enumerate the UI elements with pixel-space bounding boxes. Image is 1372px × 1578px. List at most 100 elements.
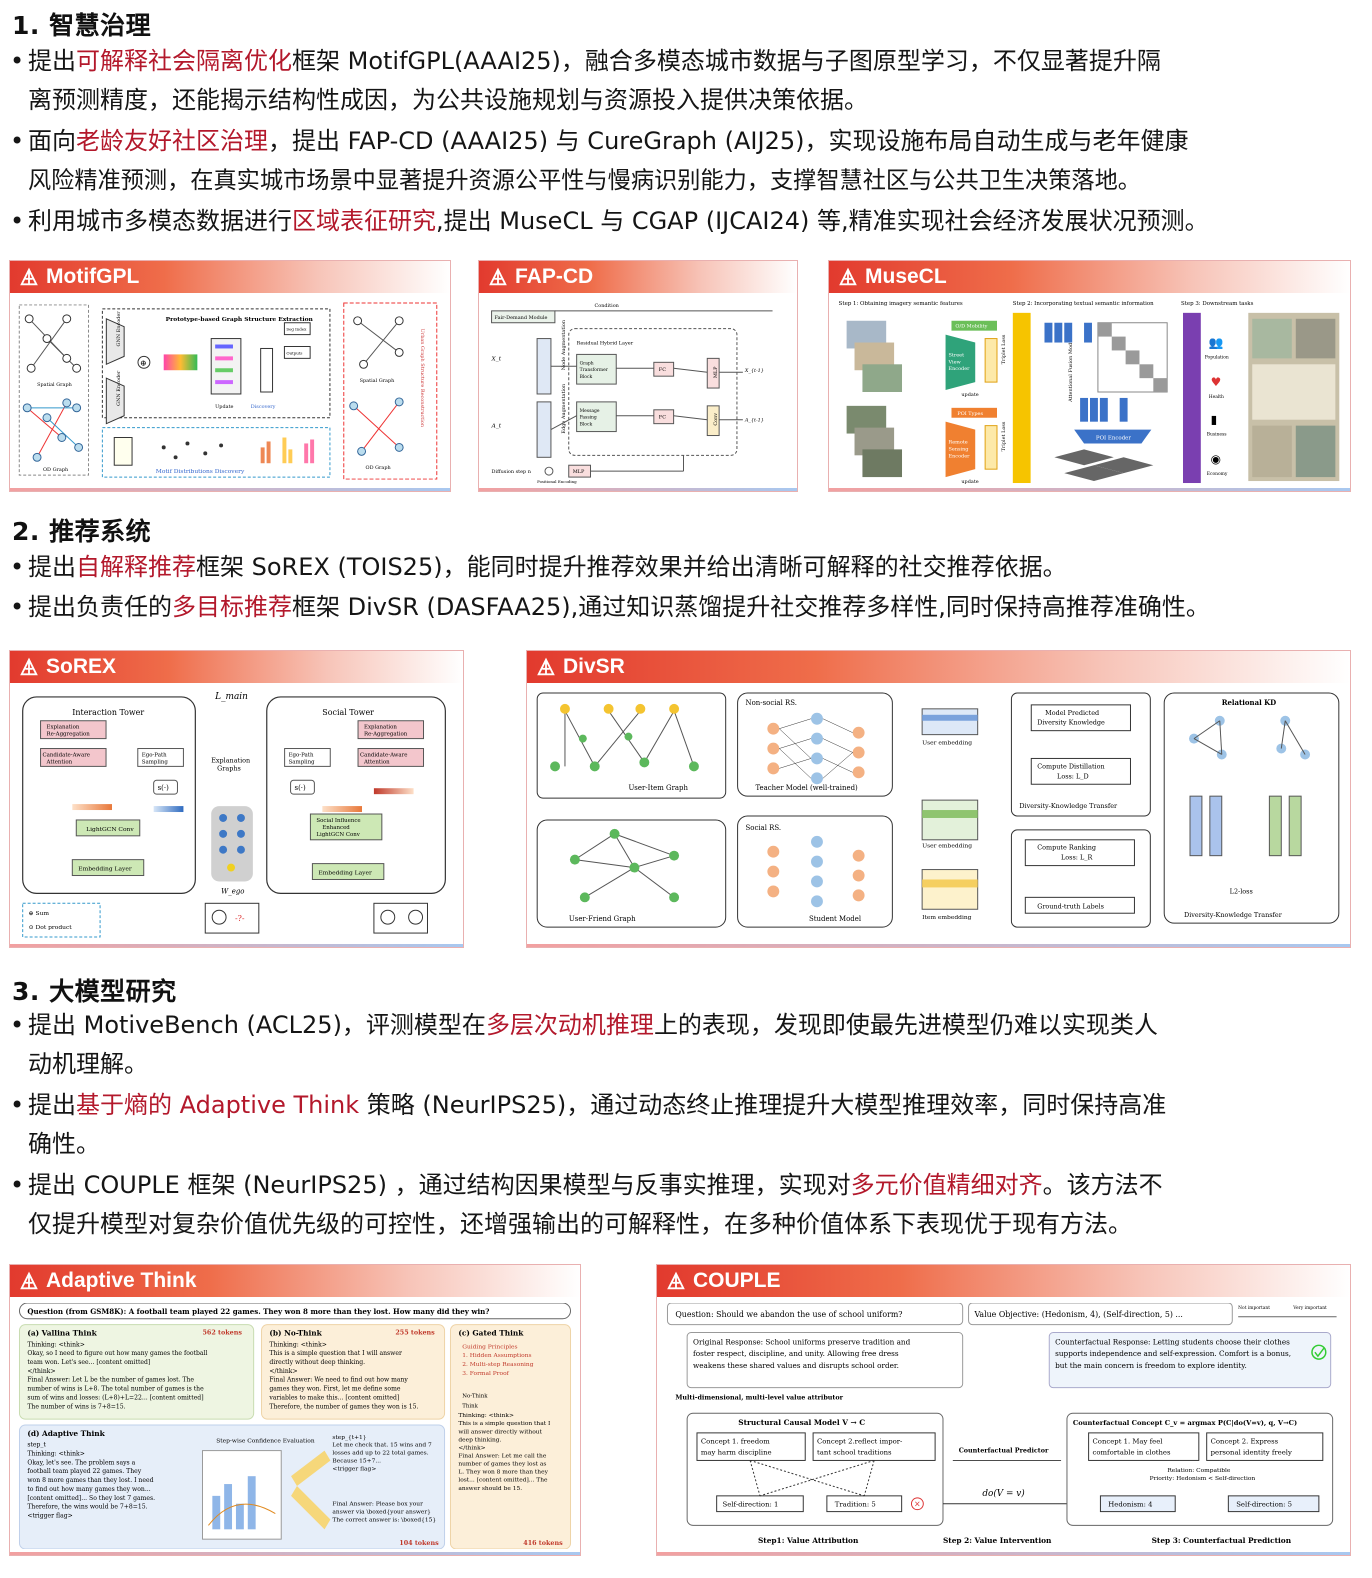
musecl-title: MuseCL xyxy=(865,265,947,288)
figure-text-line: number of wins is L+8. The total number … xyxy=(27,1386,204,1393)
network-logo-icon xyxy=(20,267,38,286)
svg-text:Interaction Tower: Interaction Tower xyxy=(72,708,144,717)
svg-text:Prototype-based Graph Structur: Prototype-based Graph Structure Extracti… xyxy=(166,316,314,323)
svg-text:Candidate-Aware: Candidate-Aware xyxy=(43,752,90,758)
step2-label: Step 2: Value Intervention xyxy=(943,1536,1052,1545)
divsr-title: DivSR xyxy=(563,655,625,678)
svg-text:Diffusion step n: Diffusion step n xyxy=(492,469,532,475)
figure-text-line: [content omitted]... So they lost 7 game… xyxy=(27,1495,155,1502)
svg-text:A_t: A_t xyxy=(491,423,502,430)
svg-text:(b) No-Think: (b) No-Think xyxy=(269,1328,322,1337)
svg-text:Passing: Passing xyxy=(580,416,597,421)
figure-text-line: </think> xyxy=(27,1368,55,1375)
svg-text:Social Tower: Social Tower xyxy=(322,708,374,717)
svg-text:⊕: ⊕ xyxy=(140,358,147,367)
figure-text-line: Okay, so I need to figure out how many g… xyxy=(27,1350,207,1357)
figure-text-line: Guiding Principles xyxy=(462,1344,517,1350)
scale-low-label: Not important xyxy=(1238,1306,1270,1311)
svg-text:Relational KD: Relational KD xyxy=(1222,698,1276,707)
figure-text-line: Thinking: <think> xyxy=(269,1341,326,1348)
figure-text-line: variables to make this... [content omitt… xyxy=(268,1394,399,1401)
svg-text:Compute Distillation: Compute Distillation xyxy=(1037,762,1104,770)
gated-think-box: (c) Gated Think 416 tokens xyxy=(458,1328,563,1547)
fapcd-title: FAP-CD xyxy=(515,265,594,288)
svg-text:Embedding Layer: Embedding Layer xyxy=(78,866,132,873)
svg-text:Attentional Fusion Module: Attentional Fusion Module xyxy=(1068,335,1074,403)
svg-text:User embedding: User embedding xyxy=(922,843,972,850)
svg-text:Block: Block xyxy=(580,375,593,380)
svg-text:View: View xyxy=(948,359,962,365)
svg-text:Step 3: Downstream tasks: Step 3: Downstream tasks xyxy=(1181,301,1254,307)
figure-text-line: Step-wise Confidence Evaluation xyxy=(216,1439,315,1445)
svg-text:Non-social RS.: Non-social RS. xyxy=(746,699,797,707)
svg-text:Social Influence: Social Influence xyxy=(316,818,360,824)
svg-text:Model Predicted: Model Predicted xyxy=(1045,709,1099,717)
svg-text:Condition: Condition xyxy=(594,303,619,309)
svg-text:Student Model: Student Model xyxy=(809,915,862,923)
svg-text:A_{t-1}: A_{t-1} xyxy=(744,418,764,424)
svg-text:POI Types: POI Types xyxy=(957,411,983,417)
svg-text:Motif Distributions Discovery: Motif Distributions Discovery xyxy=(156,468,245,475)
svg-text:416 tokens: 416 tokens xyxy=(523,1539,563,1547)
scm-label: Structural Causal Model V → C xyxy=(738,1418,865,1427)
svg-text:▮: ▮ xyxy=(1211,413,1218,427)
network-logo-icon xyxy=(20,657,38,676)
svg-text:User-Item Graph: User-Item Graph xyxy=(628,784,688,792)
svg-text:Teacher Model (well-trained): Teacher Model (well-trained) xyxy=(755,784,858,792)
svg-text:personal identity freely: personal identity freely xyxy=(1211,1449,1292,1457)
motifgpl-panel-header: MotifGPL xyxy=(10,261,450,293)
svg-text:Attention: Attention xyxy=(363,759,390,765)
motifgpl-figure: Spatial Graph OD Graph Prototype-based G… xyxy=(18,302,438,480)
svg-text:Loss: L_D: Loss: L_D xyxy=(1057,772,1089,780)
network-logo-icon xyxy=(20,1271,38,1290)
bullet-motifgpl: •提出可解释社会隔离优化框架 MotifGPL(AAAI25)，融合多模态城市数… xyxy=(10,47,1161,114)
couple-panel-header: COUPLE xyxy=(657,1265,1350,1297)
bullet-sorex: •提出自解释推荐框架 SoREX (TOIS25)，能同时提升推荐效果并给出清晰… xyxy=(10,553,1067,581)
figure-text-line: team won. Let's see... [content omitted] xyxy=(27,1359,150,1366)
figure-text-line: to find out how many games they won... xyxy=(27,1486,150,1493)
figure-text-line: games they won. First, let me define som… xyxy=(269,1386,400,1393)
svg-text:MLP: MLP xyxy=(713,366,719,378)
figure-text-line: </think> xyxy=(269,1368,297,1375)
figure-text-line: sum of wins and losses: (L+8)+L=22... [c… xyxy=(27,1394,203,1401)
svg-text:◉: ◉ xyxy=(1211,452,1221,466)
self-direction-node: Self-direction: 1 xyxy=(723,1501,779,1509)
svg-text:Positional Encoding: Positional Encoding xyxy=(537,479,577,484)
figure-text-line: football team played 22 games. They xyxy=(27,1468,141,1475)
svg-text:Step 2: Incorporating textual: Step 2: Incorporating textual semantic i… xyxy=(1013,301,1154,307)
svg-text:Explanation: Explanation xyxy=(47,725,80,731)
adaptive-think-box: (d) Adaptive Think 104 tokens xyxy=(27,1429,439,1547)
svg-text:FC: FC xyxy=(659,367,666,373)
figure-text-line: L. They won 8 more than they xyxy=(458,1470,548,1476)
svg-text:Triplet Loss: Triplet Loss xyxy=(1001,334,1007,364)
intervention-label: do(V = v) xyxy=(982,1488,1025,1499)
svg-text:Health: Health xyxy=(1209,395,1224,400)
svg-text:Diversity-Knowledge Transfer: Diversity-Knowledge Transfer xyxy=(1019,802,1118,810)
sorex-title: SoREX xyxy=(46,655,117,678)
figure-text-line: step_t xyxy=(27,1442,46,1449)
cross-icon: × xyxy=(914,1500,921,1509)
svg-text:Enhanced: Enhanced xyxy=(322,825,350,831)
self-direction-cf-node: Self-direction: 5 xyxy=(1236,1501,1292,1509)
musecl-panel-header: MuseCL xyxy=(829,261,1350,293)
svg-text:Fair-Demand Module: Fair-Demand Module xyxy=(495,315,548,321)
svg-text:Explanation: Explanation xyxy=(364,725,397,731)
figure-text-line: Therefore, the number of games they won … xyxy=(269,1403,418,1410)
svg-text:Attention: Attention xyxy=(46,759,73,765)
figure-text-line: supports independence and self-expressio… xyxy=(1055,1349,1291,1358)
bullet-fapcd: •面向老龄友好社区治理，提出 FAP-CD (AAAI25) 与 CureGra… xyxy=(10,127,1189,194)
figure-text-line: Because 15+7... xyxy=(332,1458,381,1464)
priority-label: Priority: Hedonism < Self-direction xyxy=(1150,1476,1256,1482)
svg-text:Seg Index: Seg Index xyxy=(286,327,307,332)
svg-text:Explanation: Explanation xyxy=(211,756,250,764)
svg-text:Block: Block xyxy=(580,423,593,428)
svg-text:Loss: L_R: Loss: L_R xyxy=(1061,854,1092,862)
musecl-panel: MuseCL Step 1: Obtaining imagery semanti… xyxy=(828,260,1351,492)
svg-text:O/D Mobility: O/D Mobility xyxy=(955,324,987,330)
svg-text:Discovery: Discovery xyxy=(251,404,276,410)
svg-text:Item embedding: Item embedding xyxy=(922,914,972,921)
svg-text:Outputs: Outputs xyxy=(286,350,302,355)
svg-text:Update: Update xyxy=(215,404,233,410)
svg-text:FC: FC xyxy=(659,415,666,421)
svg-text:tant school traditions: tant school traditions xyxy=(817,1449,892,1457)
